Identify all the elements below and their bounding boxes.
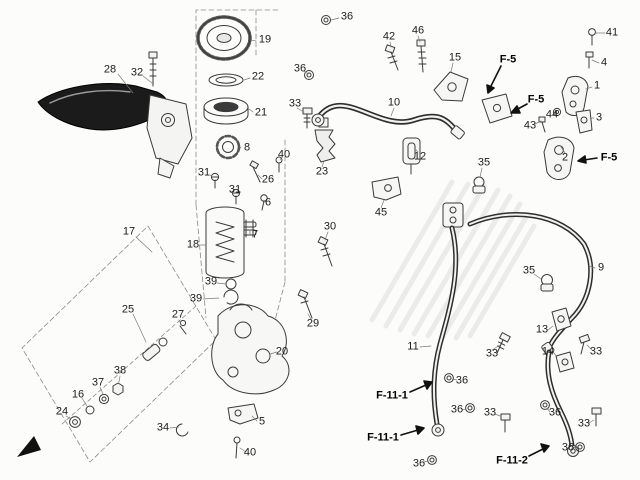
screw-40-bottom xyxy=(233,436,241,459)
hose-clamp-12 xyxy=(402,137,421,175)
stopper-5 xyxy=(227,403,259,425)
brake-lever-drawing xyxy=(37,83,193,179)
sealing-washer-36-b xyxy=(304,70,314,80)
watermark-hatch xyxy=(369,179,537,341)
master-cylinder-body-18 xyxy=(205,206,245,305)
screw-31-b xyxy=(231,188,241,205)
bracket-1 xyxy=(561,75,589,116)
hose-clamp-35-upper xyxy=(472,176,486,194)
bolt-26 xyxy=(249,160,261,183)
lever-pivot-assembly xyxy=(61,305,197,437)
sealing-washer-36-a xyxy=(321,15,331,25)
cap-seal-21 xyxy=(203,97,249,125)
washer-36-c xyxy=(444,373,454,383)
banjo-bolt-33-top xyxy=(302,107,313,129)
hose-junction xyxy=(442,202,464,228)
washer-36-f xyxy=(540,400,550,410)
hose-clamp-35-lower xyxy=(540,274,554,292)
screw-40-top xyxy=(275,156,283,173)
junction-plate-top xyxy=(481,93,513,124)
bolt-46 xyxy=(416,39,427,73)
leader-lines xyxy=(65,17,606,463)
brake-hose-11 xyxy=(431,225,459,437)
brake-hose-11-lower-right xyxy=(545,349,579,457)
banjo-bolt-33-e xyxy=(591,407,602,427)
reservoir-cap-19 xyxy=(196,15,252,61)
bolt-29 xyxy=(297,289,313,319)
bolt-42 xyxy=(384,44,399,71)
direction-arrow-icon xyxy=(17,436,41,457)
banjo-bolt-33-mid xyxy=(496,332,511,354)
washer-44 xyxy=(552,107,562,117)
brake-hose-10 xyxy=(311,102,465,140)
washer-36-e xyxy=(427,455,437,465)
bracket-45 xyxy=(371,176,402,201)
stay-3 xyxy=(575,109,593,134)
bracket-13 xyxy=(551,307,572,332)
screw-41 xyxy=(588,28,596,46)
joint-6 xyxy=(260,194,268,211)
pivot-bolt-32 xyxy=(148,51,158,87)
bracket-2 xyxy=(543,136,575,180)
bolt-4 xyxy=(585,51,594,69)
screw-31-a xyxy=(210,172,220,189)
assembly-dashed-guides xyxy=(21,9,286,463)
bolt-43 xyxy=(538,116,546,133)
reference-arrows xyxy=(400,65,598,457)
washer-36-d xyxy=(465,403,475,413)
banjo-bolt-33-d xyxy=(500,413,511,433)
diaphragm-8 xyxy=(215,134,241,160)
stay-14 xyxy=(555,351,575,373)
banjo-bolt-33-right xyxy=(578,333,591,355)
cap-plate-22 xyxy=(208,73,244,87)
bracket-15 xyxy=(433,71,469,102)
holder-bracket-20 xyxy=(211,303,290,395)
clamp-7 xyxy=(242,219,257,238)
bolt-30 xyxy=(317,236,333,267)
